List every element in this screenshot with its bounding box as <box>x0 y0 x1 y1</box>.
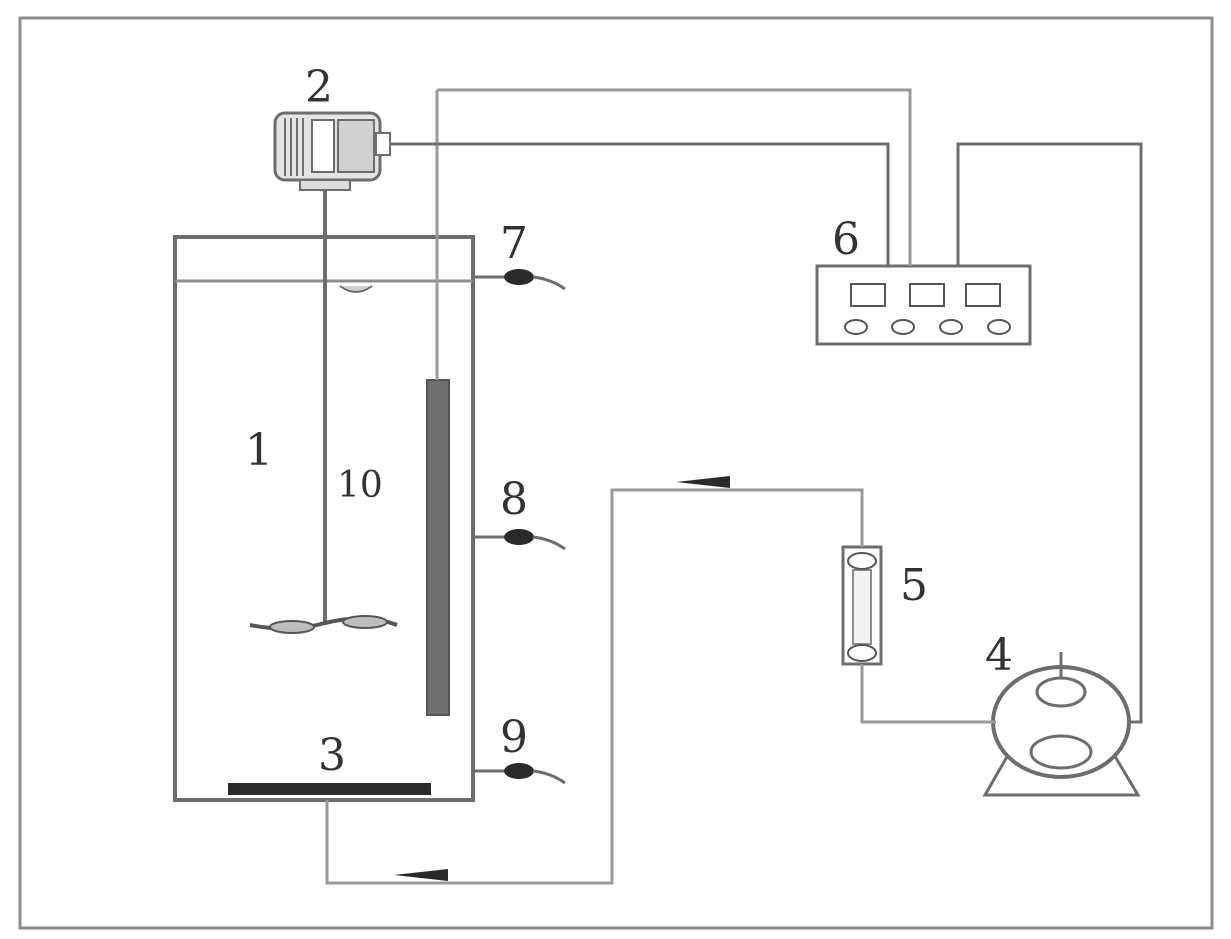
label-controller: 6 <box>832 214 860 265</box>
pipe-flowmeter-to-diffuser <box>325 488 864 885</box>
impeller-hub-right <box>342 615 388 629</box>
motor-base <box>299 179 351 191</box>
knob-2 <box>891 319 915 335</box>
flowmeter-cap-top <box>847 552 877 570</box>
knob-3 <box>939 319 963 335</box>
motor-fins <box>284 118 304 176</box>
wire-motor-to-controller <box>390 142 890 266</box>
pump-port-top <box>1035 676 1087 708</box>
label-tank: 1 <box>245 425 273 476</box>
knob-1 <box>844 319 868 335</box>
flow-arrow-top <box>676 476 730 488</box>
control-box <box>815 264 1032 346</box>
flow-arrow-bottom <box>394 869 448 881</box>
sensor-middle <box>473 529 566 551</box>
sensor-top <box>473 269 566 291</box>
label-shaft: 10 <box>337 465 383 506</box>
stirrer-motor <box>273 111 391 191</box>
wire-controller-to-pump <box>956 142 1143 724</box>
flowmeter-cap-bottom <box>847 644 877 662</box>
wire-electrode-to-controller <box>437 88 912 266</box>
flowmeter <box>841 545 883 666</box>
pump-port-bottom <box>1029 734 1093 770</box>
label-motor: 2 <box>305 62 333 113</box>
label-sensor-top: 7 <box>500 218 528 269</box>
flowmeter-tube <box>852 569 872 645</box>
display-3 <box>965 283 1001 307</box>
sensor-bottom <box>473 763 566 785</box>
display-2 <box>909 283 945 307</box>
label-pump: 4 <box>985 630 1013 681</box>
electrode-rod <box>426 379 450 716</box>
pipe-pump-to-flowmeter <box>860 664 996 724</box>
label-diffuser: 3 <box>318 730 346 781</box>
motor-terminal <box>375 132 391 156</box>
label-flowmeter: 5 <box>900 560 928 611</box>
impeller-hub-left <box>269 620 315 634</box>
motor-housing <box>337 119 375 173</box>
motor-window <box>311 119 335 173</box>
liquid-level-marker <box>339 285 373 293</box>
label-sensor-bottom: 9 <box>500 712 528 763</box>
outer-border <box>18 16 1214 930</box>
air-diffuser <box>228 783 431 795</box>
display-1 <box>850 283 886 307</box>
knob-4 <box>987 319 1011 335</box>
label-sensor-middle: 8 <box>500 474 528 525</box>
air-pump <box>982 652 1141 797</box>
